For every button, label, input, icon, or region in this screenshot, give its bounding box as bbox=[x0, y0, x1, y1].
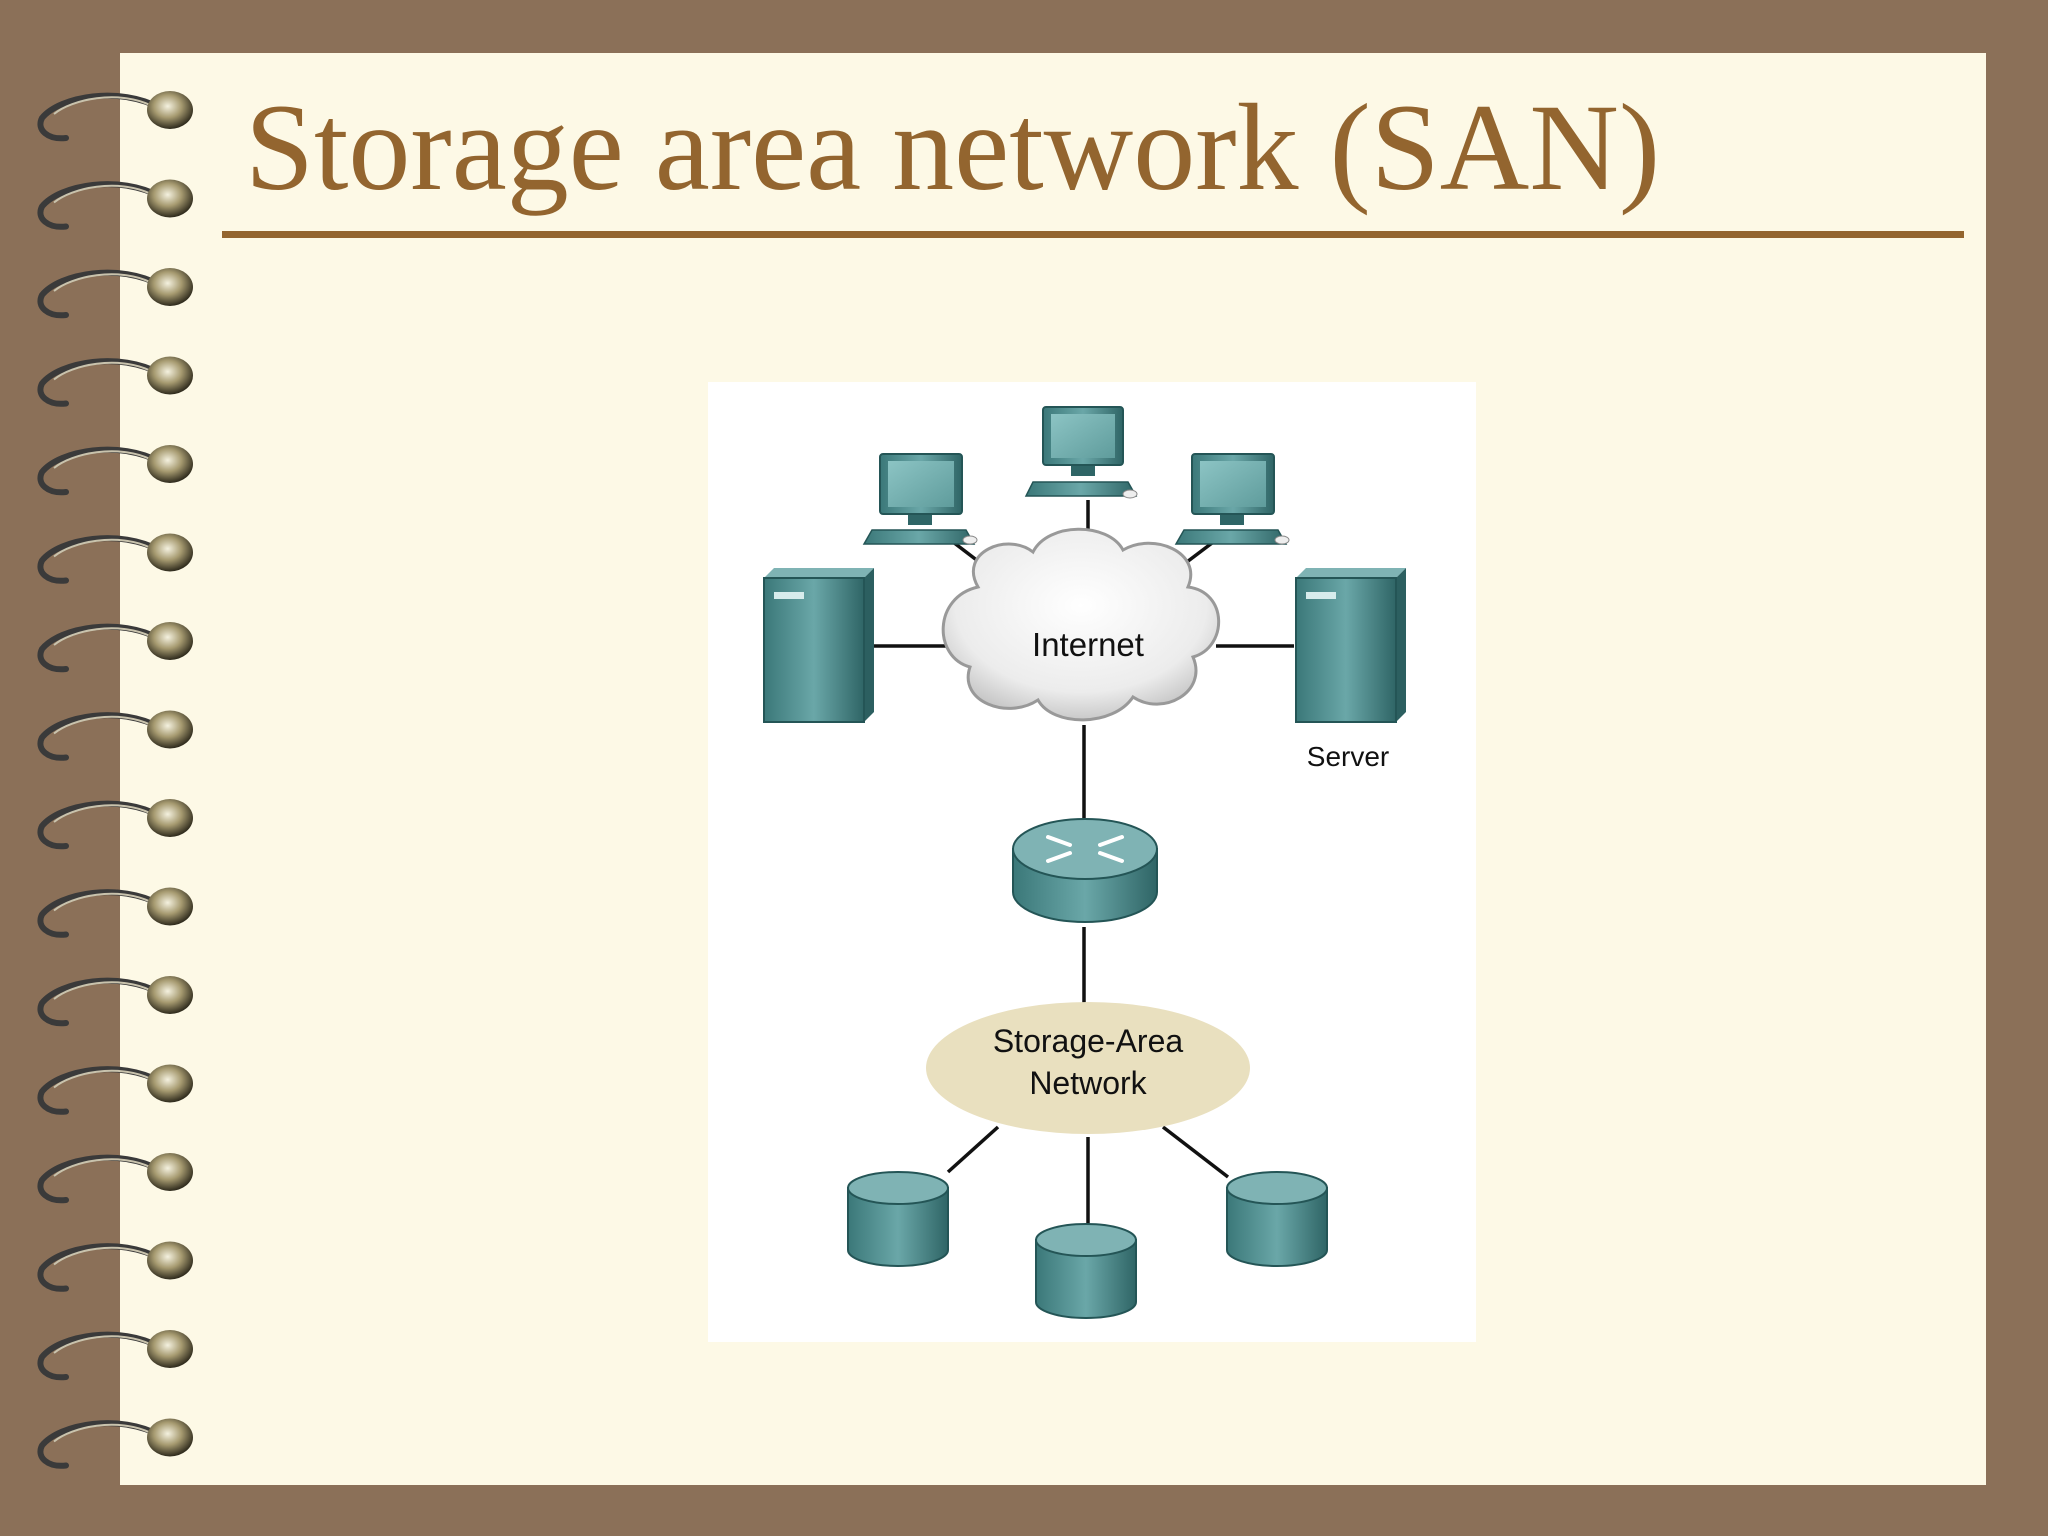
spiral-ring-icon bbox=[37, 622, 193, 673]
storage-disk-icon bbox=[847, 1171, 949, 1267]
san-label-line2: Network bbox=[1029, 1065, 1147, 1101]
spiral-ring-icon bbox=[37, 179, 193, 230]
spiral-ring-icon bbox=[37, 1330, 193, 1381]
san-oval bbox=[926, 1002, 1250, 1134]
workstation-icon bbox=[1174, 453, 1290, 545]
spiral-ring-icon bbox=[37, 976, 193, 1027]
server-icon bbox=[763, 568, 874, 723]
spiral-ring-icon bbox=[37, 91, 193, 142]
spiral-ring-icon bbox=[37, 533, 193, 584]
san-diagram: Server Internet Storage-Area Network bbox=[708, 382, 1476, 1342]
san-label-line1: Storage-Area bbox=[993, 1023, 1184, 1059]
slide-title: Storage area network (SAN) bbox=[245, 79, 1661, 216]
spiral-ring-icon bbox=[37, 1064, 193, 1115]
internet-label: Internet bbox=[1032, 626, 1144, 663]
spiral-ring-icon bbox=[37, 356, 193, 407]
server-label: Server bbox=[1307, 741, 1389, 772]
workstation-icon bbox=[862, 453, 978, 545]
spiral-ring-icon bbox=[37, 1153, 193, 1204]
spiral-ring-icon bbox=[37, 887, 193, 938]
server-icon bbox=[1295, 568, 1406, 723]
spiral-ring-icon bbox=[37, 1418, 193, 1469]
spiral-ring-icon bbox=[37, 445, 193, 496]
spiral-ring-icon bbox=[37, 799, 193, 850]
title-divider bbox=[222, 231, 1964, 238]
spiral-binding bbox=[37, 91, 193, 1469]
spiral-ring-icon bbox=[37, 268, 193, 319]
internet-cloud-icon bbox=[941, 527, 1221, 722]
storage-disk-icon bbox=[1226, 1171, 1328, 1267]
storage-disk-icon bbox=[1035, 1223, 1137, 1319]
spiral-ring-icon bbox=[37, 1241, 193, 1292]
spiral-ring-icon bbox=[37, 710, 193, 761]
router-icon bbox=[1012, 818, 1158, 923]
workstation-icon bbox=[1024, 406, 1138, 499]
